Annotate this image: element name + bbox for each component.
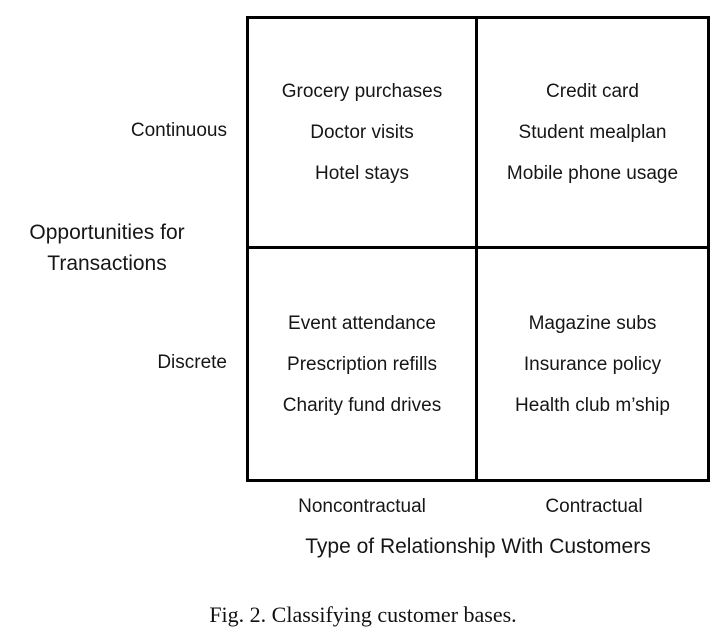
quadrant-continuous-contractual: Credit card Student mealplan Mobile phon…	[478, 19, 707, 249]
y-axis-title-line1: Opportunities for	[29, 221, 185, 244]
y-axis-title-line2: Transactions	[47, 252, 167, 275]
x-category-contractual: Contractual	[545, 496, 643, 517]
quadrant-item: Insurance policy	[523, 353, 662, 375]
quadrant-item: Event attendance	[288, 312, 436, 334]
figure-caption: Fig. 2. Classifying customer bases.	[209, 602, 517, 627]
quadrant-item: Prescription refills	[287, 353, 437, 375]
quadrant-item: Hotel stays	[315, 163, 409, 184]
quadrant-item: Mobile phone usage	[506, 163, 679, 184]
quadrant-item: Charity fund drives	[282, 394, 442, 416]
y-category-discrete: Discrete	[157, 352, 227, 373]
x-category-noncontractual: Noncontractual	[298, 496, 426, 517]
quadrant-item: Credit card	[546, 81, 639, 102]
quadrant-discrete-contractual: Magazine subs Insurance policy Health cl…	[478, 249, 707, 479]
quadrant-item: Grocery purchases	[281, 81, 443, 102]
quadrant-discrete-noncontractual: Event attendance Prescription refills Ch…	[249, 249, 478, 479]
x-axis-title: Type of Relationship With Customers	[305, 535, 651, 558]
quadrant-matrix: Grocery purchases Doctor visits Hotel st…	[246, 16, 710, 482]
quadrant-item: Student mealplan	[518, 122, 667, 143]
x-category-row: Noncontractual Contractual	[246, 496, 710, 518]
quadrant-item: Magazine subs	[528, 312, 657, 334]
y-category-continuous: Continuous	[130, 120, 227, 141]
y-axis-title: Opportunities for Transactions	[0, 217, 214, 279]
quadrant-continuous-noncontractual: Grocery purchases Doctor visits Hotel st…	[249, 19, 478, 249]
quadrant-item: Doctor visits	[310, 122, 414, 143]
quadrant-item: Health club m’ship	[515, 394, 670, 416]
